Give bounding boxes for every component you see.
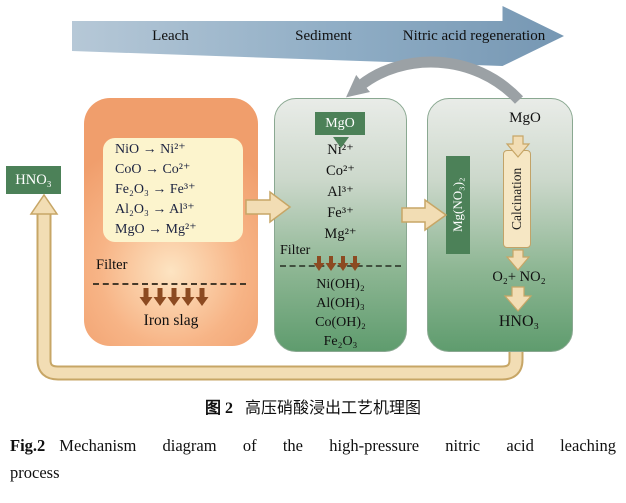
filter-dashed-line [280,265,401,267]
ion: Fe³⁺ [327,205,354,221]
ion-list: Ni²⁺ Co²⁺ Al³⁺ Fe³⁺ Mg²⁺ [274,140,407,245]
flow-stage-sediment: Sediment [295,28,352,44]
caption-en: Fig.2 Mechanism diagram of the high-press… [10,436,616,483]
precipitate: Fe₂O₃ [323,334,358,349]
precipitate: Al(OH)₃ [316,296,365,311]
calcination-box: Calcination [503,150,531,248]
filter-dashed-line [93,283,246,285]
mg-nitrate-box: Mg(NO₃)₂ [446,156,470,254]
filter-label: Filter [96,257,128,273]
precipitate: Ni(OH)₂ [316,277,365,292]
flow-stage-regeneration: Nitric acid regeneration [402,28,546,44]
caption-en-line1: Fig.2 Mechanism diagram of the high-press… [10,436,616,456]
reaction-line: NiO → Ni²⁺ [115,142,186,157]
ion: Mg²⁺ [324,226,357,242]
hno3-output-label: HNO₃ [498,313,540,330]
hno3-input-box: HNO₃ [6,166,61,194]
reaction-line: Al₂O₃ → Al³⁺ [115,202,195,217]
reaction-line: Fe₂O₃ → Fe³⁺ [115,182,196,197]
caption-en-number: Fig.2 [10,436,46,455]
ion: Al³⁺ [327,184,354,200]
caption-zh-number: 图 2 [204,400,233,417]
filter-label: Filter [280,243,311,258]
mgo-addition-box: MgO [315,112,365,135]
caption-en-text: Mechanism diagram of the high-pressure n… [59,436,616,455]
flow-stage-leach: Leach [152,28,189,44]
leach-reactions-box: NiO → Ni²⁺ CoO → Co²⁺ Fe₂O₃ → Fe³⁺ Al₂O₃… [103,138,243,242]
reaction-line: CoO → Co²⁺ [115,162,191,177]
iron-slag-label: Iron slag [143,312,199,329]
precipitate: Co(OH)₂ [315,315,366,330]
caption-zh: 图 2 高压硝酸浸出工艺机理图 [0,394,626,418]
ion: Ni²⁺ [327,142,354,158]
mgo-product-label: MgO [509,110,541,126]
reaction-line: MgO → Mg²⁺ [115,222,197,237]
caption-zh-text: 高压硝酸浸出工艺机理图 [245,400,422,417]
mgo-regeneration-arrow [346,56,524,104]
offgas-label: O₂+ NO₂ [492,269,546,285]
caption-en-line2: process [10,463,60,482]
ion: Co²⁺ [326,163,355,179]
precipitate-list: Ni(OH)₂ Al(OH)₃ Co(OH)₂ Fe₂O₃ [274,275,407,351]
